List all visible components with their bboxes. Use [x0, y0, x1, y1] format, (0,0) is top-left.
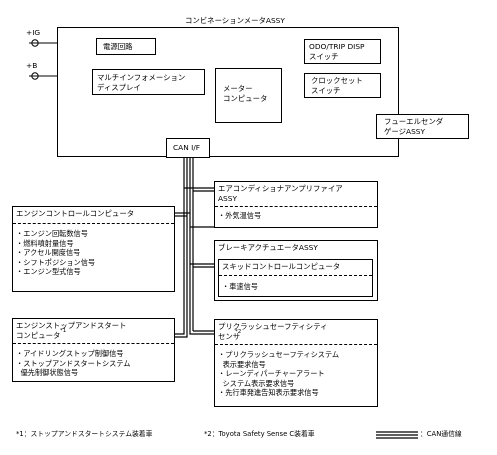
- b-input-label: +B: [26, 61, 38, 70]
- precrash-footnote-mark: *2: [235, 329, 242, 335]
- stop-start-computer-box: エンジンストップアンドスタート コンピュータ *1 ・アイドリングストップ制御信…: [12, 318, 175, 382]
- precrash-sensor-title: プリクラッシュセーフティシティ センサ: [218, 322, 328, 341]
- engine-divider: [13, 223, 174, 224]
- aircon-signals: ・外気温信号: [218, 211, 262, 220]
- engine-control-computer-box: エンジンコントロールコンピュータ ・エンジン回転数信号 ・燃料噴射量信号 ・アク…: [12, 206, 175, 292]
- can-interface-label: CAN I/F: [173, 143, 201, 152]
- stop-start-footnote-mark: *1: [60, 328, 67, 334]
- clock-set-switch-label: クロックセット スイッチ: [311, 76, 363, 95]
- stop-start-computer-title: エンジンストップアンドスタート コンピュータ: [16, 321, 127, 340]
- brake-signals: ・車速信号: [222, 282, 258, 291]
- power-circuit-box: 電源回路: [96, 38, 156, 55]
- terminal-icons: [29, 39, 41, 80]
- meter-computer-label: メーター コンピュータ: [223, 84, 268, 103]
- skid-control-computer-box: スキッドコントロールコンピュータ ・車速信号: [218, 259, 373, 297]
- skid-control-computer-title: スキッドコントロールコンピュータ: [222, 262, 341, 271]
- can-interface-box: CAN I/F: [166, 138, 210, 158]
- can-legend-label: ：CAN通信線: [420, 430, 462, 438]
- odo-trip-switch-label: ODO/TRIP DISP スイッチ: [309, 42, 365, 61]
- aircon-divider: [215, 206, 377, 207]
- footnote-1: *1：ストップアンドスタートシステム装着車: [16, 430, 153, 438]
- fuel-sender-gauge-box: フューエルセンダ ゲージASSY: [376, 114, 469, 139]
- aircon-amplifier-box: エアコンディショナアンプリファイア ASSY ・外気温信号: [214, 181, 378, 228]
- odo-trip-switch-box: ODO/TRIP DISP スイッチ: [304, 39, 381, 64]
- aircon-amplifier-title: エアコンディショナアンプリファイア ASSY: [218, 184, 343, 203]
- brake-actuator-box: ブレーキアクチュエータASSY スキッドコントロールコンピュータ ・車速信号: [214, 240, 378, 301]
- ig-input-label: +IG: [26, 28, 41, 37]
- engine-control-computer-title: エンジンコントロールコンピュータ: [16, 209, 135, 218]
- fuel-sender-gauge-label: フューエルセンダ ゲージASSY: [384, 117, 444, 136]
- power-circuit-label: 電源回路: [103, 42, 133, 51]
- stop-start-signals: ・アイドリングストップ制御信号 ・ストップアンドスタートシステム 優先制御状態信…: [16, 349, 131, 378]
- multi-info-display-label: マルチインフォメーション ディスプレイ: [97, 73, 186, 92]
- meter-computer-box: メーター コンピュータ: [215, 68, 282, 123]
- stop-start-divider: [13, 343, 174, 344]
- footnote-2: *2：Toyota Safety Sense C装着車: [204, 430, 315, 438]
- meter-assy-title: コンビネーションメータASSY: [185, 16, 285, 25]
- multi-info-display-box: マルチインフォメーション ディスプレイ: [92, 69, 205, 95]
- precrash-signals: ・プリクラッシュセーフティシステム 表示要求信号 ・レーンディパーチャーアラート…: [218, 350, 340, 398]
- precrash-sensor-box: プリクラッシュセーフティシティ センサ *2 ・プリクラッシュセーフティシステム…: [214, 319, 378, 407]
- can-legend-symbol: [376, 431, 418, 439]
- skid-divider: [219, 275, 372, 276]
- precrash-divider: [215, 344, 377, 345]
- engine-signals: ・エンジン回転数信号 ・燃料噴射量信号 ・アクセル開度信号 ・シフトポジション信…: [16, 229, 96, 277]
- clock-set-switch-box: クロックセット スイッチ: [304, 73, 381, 98]
- can-bus: [175, 158, 214, 338]
- brake-actuator-title: ブレーキアクチュエータASSY: [218, 243, 318, 252]
